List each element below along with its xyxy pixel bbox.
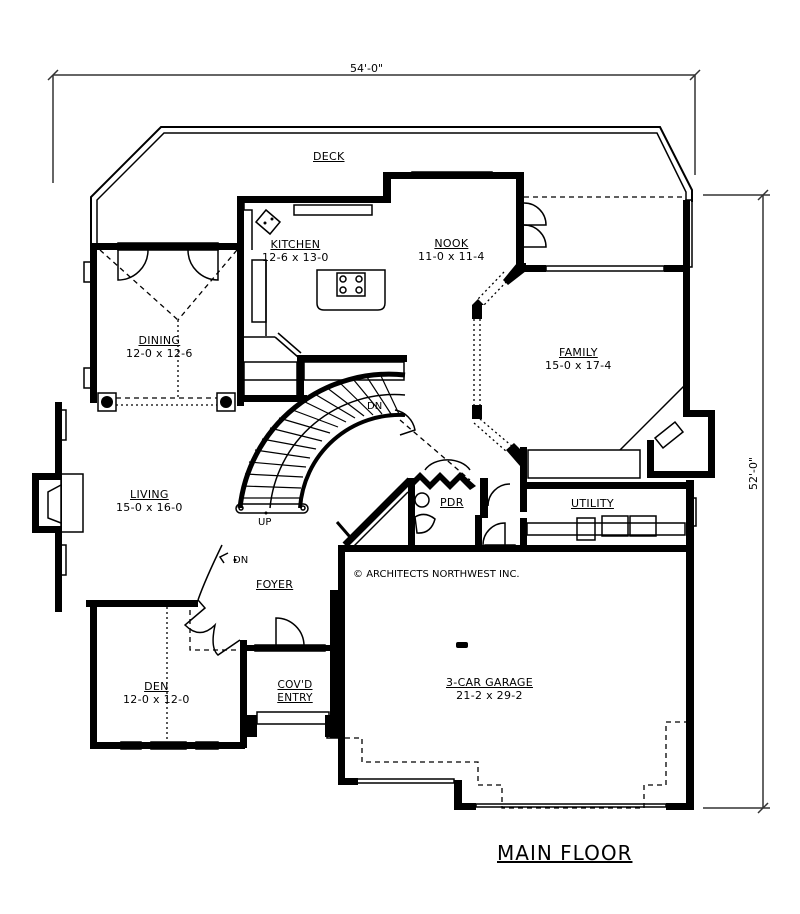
room-label-living: LIVING 15-0 x 16-0: [116, 488, 183, 514]
curved-staircase: [197, 371, 471, 601]
foyer-walls: [275, 477, 413, 646]
room-name: FAMILY: [558, 346, 598, 359]
room-label-pdr: PDR: [440, 496, 464, 509]
room-label-dining: DINING 12-0 x 12-6: [126, 334, 193, 360]
room-name: DINING: [138, 334, 181, 347]
room-name: PDR: [440, 496, 464, 509]
room-label-den: DEN 12-0 x 12-0: [123, 680, 190, 706]
room-size: 21-2 x 29-2: [456, 689, 523, 702]
room-size: 15-0 x 16-0: [116, 501, 183, 514]
room-size: 12-6 x 13-0: [262, 251, 329, 264]
stair-down-label: DN: [367, 401, 383, 412]
stair-up-label: UP: [258, 517, 272, 528]
room-name: KITCHEN: [270, 238, 321, 251]
room-name: FOYER: [256, 578, 294, 591]
walls: [32, 171, 715, 810]
room-label-covd-entry: COV'D ENTRY: [267, 679, 323, 705]
room-label-foyer: FOYER: [256, 578, 293, 591]
room-size: 11-0 x 11-4: [418, 250, 485, 263]
room-label-family: FAMILY 15-0 x 17-4: [545, 346, 612, 372]
room-name: 3-CAR GARAGE: [446, 676, 533, 689]
room-size: 12-0 x 12-0: [123, 693, 190, 706]
room-name: COV'D ENTRY: [277, 679, 313, 704]
room-size: 15-0 x 17-4: [545, 359, 612, 372]
plan-title: MAIN FLOOR: [497, 841, 633, 865]
copyright-icon: ©: [353, 569, 363, 580]
room-label-deck: DECK: [313, 150, 345, 163]
copyright-notice: © ARCHITECTS NORTHWEST INC.: [353, 569, 520, 580]
room-name: NOOK: [434, 237, 469, 250]
deck-outline: [90, 126, 693, 246]
width-dimension: 54'-0": [350, 62, 384, 75]
room-label-kitchen: KITCHEN 12-6 x 13-0: [262, 238, 329, 264]
room-label-garage: 3-CAR GARAGE 21-2 x 29-2: [446, 676, 533, 702]
room-size: 12-0 x 12-6: [126, 347, 193, 360]
room-label-nook: NOOK 11-0 x 11-4: [418, 237, 485, 263]
depth-dimension: 52'-0": [747, 456, 760, 490]
room-label-utility: UTILITY: [571, 497, 614, 510]
room-name: UTILITY: [571, 497, 614, 510]
room-name: DECK: [313, 150, 345, 163]
room-name: LIVING: [130, 488, 169, 501]
living-step-down-label: DN: [233, 555, 249, 566]
copyright-text: ARCHITECTS NORTHWEST INC.: [366, 569, 520, 580]
dimension-lines: [47, 69, 770, 814]
room-name: DEN: [144, 680, 169, 693]
